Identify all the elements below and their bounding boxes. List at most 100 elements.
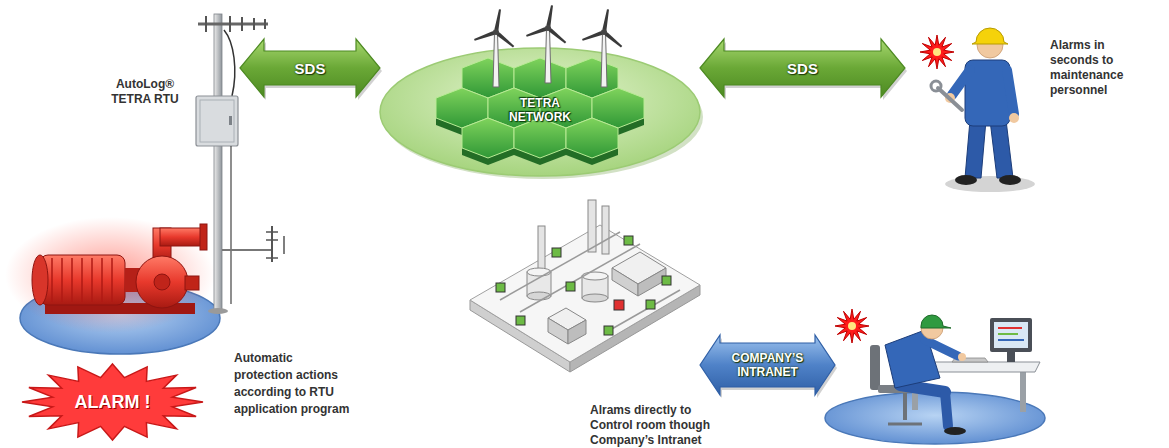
plant-illustration	[552, 248, 561, 257]
rtu-pole	[205, 16, 207, 32]
control-room-operator	[998, 339, 1024, 341]
starburst-outline	[22, 364, 203, 440]
plant-illustration	[566, 282, 575, 291]
pump-illustration	[200, 224, 207, 250]
plant-illustration	[602, 206, 609, 254]
control-room-operator	[825, 392, 1045, 444]
intranet-arrow	[700, 335, 835, 395]
plant-illustration	[548, 318, 568, 344]
rtu-pole	[224, 30, 235, 96]
rtu-pole	[266, 239, 278, 241]
plant-illustration	[624, 236, 633, 245]
node-label: TETRA NETWORK	[505, 96, 575, 124]
control-room-operator	[921, 315, 951, 328]
pump-illustration	[32, 255, 48, 305]
sds-arrow	[240, 39, 382, 100]
pump-illustration	[40, 255, 125, 305]
rtu-pole	[198, 23, 268, 26]
control-room-operator	[945, 392, 948, 426]
pump-illustration	[91, 258, 93, 302]
pump-illustration	[5, 217, 220, 354]
pump-illustration	[111, 258, 113, 302]
control-room-operator	[990, 318, 1032, 352]
pump-illustration	[160, 228, 202, 246]
node-label: ALARM !	[75, 392, 151, 412]
rtu-pole	[253, 18, 255, 30]
pump-illustration	[81, 258, 83, 302]
maintenance-worker	[931, 81, 941, 91]
tetra-network-cells	[566, 118, 618, 165]
plant-illustration	[470, 225, 700, 362]
maintenance-worker	[952, 70, 970, 95]
intranet-arrow	[700, 335, 837, 398]
plant-illustration	[568, 320, 586, 344]
rtu-pole	[200, 100, 234, 142]
rtu-pole	[266, 257, 278, 259]
plant-illustration	[612, 268, 638, 296]
control-room-operator	[825, 309, 1045, 444]
maintenance-worker	[999, 175, 1021, 185]
rtu-unit: AutoLog® TETRA RTU	[195, 15, 240, 305]
tetra-network-cells	[462, 118, 514, 165]
rtu-pole	[264, 19, 266, 29]
wind-turbines	[526, 5, 567, 83]
connector-label: SDS	[295, 60, 326, 77]
rtu-pole	[222, 249, 272, 251]
maintenance-personnel: Alarms in seconds to maintenance personn…	[905, 10, 1045, 195]
rtu-pole	[241, 17, 243, 31]
control-room-operator	[998, 333, 1018, 335]
pump-illustration	[51, 258, 53, 302]
rtu-pole	[230, 146, 231, 304]
plant-illustration	[614, 300, 624, 310]
plant-illustration	[582, 294, 608, 302]
control-room-operator	[870, 345, 880, 390]
control-room-operator	[925, 340, 958, 356]
pump-illustration	[185, 276, 199, 290]
control-room-operator	[1020, 372, 1026, 412]
alarm-starburst: ALARM !	[20, 362, 205, 442]
wind-turbines	[474, 9, 515, 87]
plant-illustration	[582, 272, 608, 280]
wind-turbines	[582, 9, 623, 87]
maintenance-worker	[972, 28, 1008, 44]
control-room-operator	[900, 385, 945, 392]
rtu-pole	[229, 16, 231, 32]
rtu-pole	[283, 236, 285, 254]
tetra-network: TETRA NETWORK	[380, 30, 700, 400]
plant-illustration	[604, 326, 613, 335]
pump-illustration	[5, 217, 215, 333]
plant-illustration	[496, 283, 505, 292]
plant-illustration	[527, 268, 551, 276]
rtu-pole	[196, 96, 238, 146]
pump-illustration	[71, 258, 73, 302]
tetra-network-cells	[380, 48, 703, 179]
maintenance-worker	[1007, 70, 1014, 114]
rtu-pole	[266, 231, 278, 233]
protection-note: Automatic protection actions according t…	[234, 350, 350, 418]
pump-illustration	[154, 274, 170, 290]
plant-illustration	[646, 300, 655, 309]
maintenance-worker	[1009, 113, 1019, 123]
maintenance-worker	[965, 120, 986, 178]
pump-illustration	[101, 258, 103, 302]
control-room-operator	[994, 322, 1028, 348]
control-room-operator	[1007, 352, 1015, 362]
maintenance-worker	[990, 120, 1013, 178]
control-room-operator	[944, 427, 966, 435]
maintenance-worker	[938, 88, 962, 110]
maintenance-worker	[920, 28, 1035, 192]
rtu-pole	[229, 116, 232, 125]
plant-illustration	[470, 200, 700, 372]
control-room-operator	[998, 327, 1022, 329]
control-room-operator	[903, 393, 907, 420]
connector-label: SDS	[787, 60, 818, 77]
rtu-pole	[208, 308, 228, 314]
rtu-pole	[214, 14, 222, 310]
control-room-operator	[888, 423, 922, 426]
node-caption: AutoLog® TETRA RTU	[105, 77, 185, 107]
maintenance-worker	[955, 175, 977, 185]
